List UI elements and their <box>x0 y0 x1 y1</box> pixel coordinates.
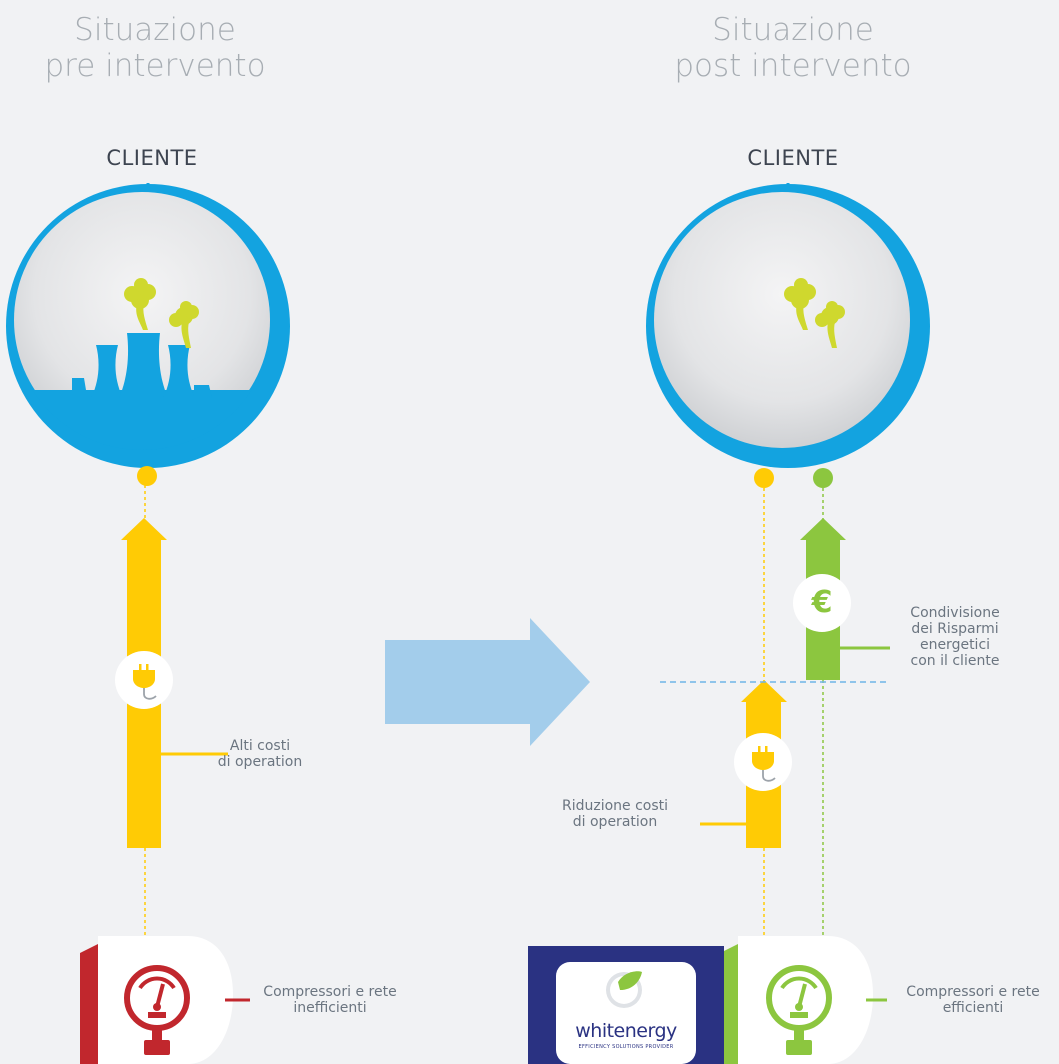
pre-compressor-card <box>80 936 250 1064</box>
post-reduction-note-line1: Riduzione costi <box>561 798 669 814</box>
post-green-node <box>813 468 833 488</box>
post-savings-note-line2: dei Risparmi <box>911 621 999 637</box>
pre-flow <box>115 485 228 935</box>
post-reduction-note-line2: di operation <box>572 814 658 830</box>
post-compressor-note-line1: Compressori e rete <box>906 984 1040 1000</box>
euro-symbol: € <box>811 585 833 620</box>
pre-client-globe <box>6 183 290 486</box>
post-heading-line1: Situazione <box>712 12 874 48</box>
pre-heading-line2: pre intervento <box>44 48 266 84</box>
post-compressor-note-line2: efficienti <box>942 1000 1004 1016</box>
post-compressor-note: Compressori e rete efficienti <box>888 984 1058 1016</box>
post-reduction-note: Riduzione costi di operation <box>540 798 690 830</box>
post-savings-note-line3: energetici <box>919 637 991 653</box>
pre-heading-line1: Situazione <box>74 12 236 48</box>
post-gauge-icon <box>766 965 832 1055</box>
whitenergy-logo <box>528 946 724 1064</box>
pre-compressor-note-line1: Compressori e rete <box>263 984 397 1000</box>
post-yellow-node <box>754 468 774 488</box>
pre-yellow-node <box>137 466 157 486</box>
transition-arrow <box>385 618 590 746</box>
pre-cost-note-line2: di operation <box>217 754 303 770</box>
pre-client-label: CLIENTE <box>106 146 198 170</box>
pre-heading: Situazione pre intervento <box>0 12 325 84</box>
pre-cost-note-line1: Alti costi <box>229 738 291 754</box>
pre-plug-icon <box>115 651 173 709</box>
logo-name: whitenergy <box>575 1020 677 1042</box>
post-compressor-card <box>720 936 887 1064</box>
post-client-label: CLIENTE <box>747 146 839 170</box>
post-client-globe <box>646 183 930 488</box>
pre-compressor-note-line2: inefficienti <box>293 1000 367 1016</box>
post-heading: Situazione post intervento <box>623 12 963 84</box>
pre-compressor-note: Compressori e rete inefficienti <box>250 984 410 1016</box>
post-savings-note-line4: con il cliente <box>910 653 1000 669</box>
logo-tagline: EFFICIENCY SOLUTIONS PROVIDER <box>578 1044 674 1050</box>
post-savings-note-line1: Condivisione <box>910 605 1000 621</box>
post-plug-icon <box>734 733 792 791</box>
post-flow <box>660 488 890 935</box>
euro-icon <box>793 574 851 632</box>
post-savings-note: Condivisione dei Risparmi energetici con… <box>885 605 1025 669</box>
post-heading-line2: post intervento <box>674 48 912 84</box>
pre-smoke-icon <box>124 278 199 348</box>
pre-cost-note: Alti costi di operation <box>195 738 325 770</box>
pre-gauge-icon <box>124 965 190 1055</box>
post-smoke-icon <box>784 278 845 348</box>
